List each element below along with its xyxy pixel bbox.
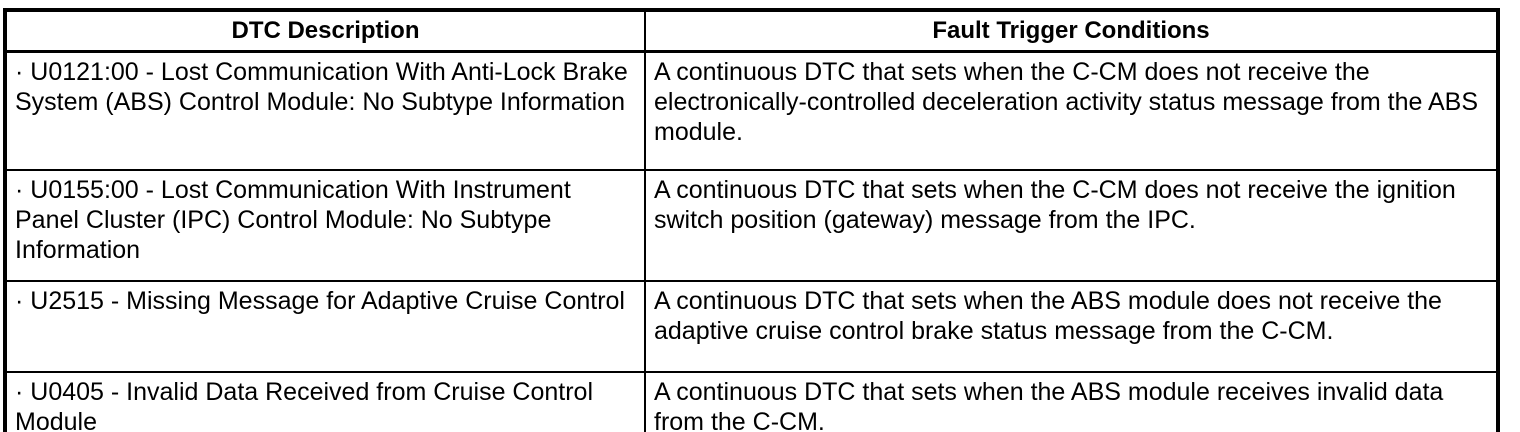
dtc-description-cell: · U2515 - Missing Message for Adaptive C…	[4, 280, 646, 373]
dtc-description-text: · U0405 - Invalid Data Received from Cru…	[15, 378, 594, 432]
fault-trigger-conditions-cell: A continuous DTC that sets when the ABS …	[644, 280, 1499, 373]
fault-trigger-conditions-cell: A continuous DTC that sets when the ABS …	[644, 371, 1499, 432]
fault-trigger-conditions-text: A continuous DTC that sets when the C-CM…	[654, 58, 1478, 146]
dtc-description-cell: · U0405 - Invalid Data Received from Cru…	[4, 371, 646, 432]
table-row: · U0155:00 - Lost Communication With Ins…	[4, 169, 1499, 282]
dtc-description-cell: · U0155:00 - Lost Communication With Ins…	[4, 169, 646, 282]
fault-trigger-conditions-text: A continuous DTC that sets when the ABS …	[654, 378, 1444, 432]
fault-trigger-conditions-cell: A continuous DTC that sets when the C-CM…	[644, 169, 1499, 282]
dtc-description-cell: · U0121:00 - Lost Communication With Ant…	[4, 50, 646, 171]
column-header-dtc-description: DTC Description	[4, 9, 646, 53]
dtc-description-text: · U0121:00 - Lost Communication With Ant…	[15, 58, 628, 116]
dtc-description-text: · U2515 - Missing Message for Adaptive C…	[15, 287, 625, 315]
dtc-description-text: · U0155:00 - Lost Communication With Ins…	[15, 176, 571, 264]
header-row: DTC Description Fault Trigger Conditions	[4, 9, 1499, 53]
table-row: · U0121:00 - Lost Communication With Ant…	[4, 50, 1499, 171]
fault-trigger-conditions-cell: A continuous DTC that sets when the C-CM…	[644, 50, 1499, 171]
fault-trigger-conditions-text: A continuous DTC that sets when the ABS …	[654, 287, 1442, 345]
dtc-fault-table: DTC Description Fault Trigger Conditions…	[3, 8, 1500, 432]
column-header-fault-trigger-conditions: Fault Trigger Conditions	[644, 9, 1499, 53]
fault-trigger-conditions-text: A continuous DTC that sets when the C-CM…	[654, 176, 1456, 234]
table-row: · U2515 - Missing Message for Adaptive C…	[4, 280, 1499, 373]
table-row: · U0405 - Invalid Data Received from Cru…	[4, 371, 1499, 432]
